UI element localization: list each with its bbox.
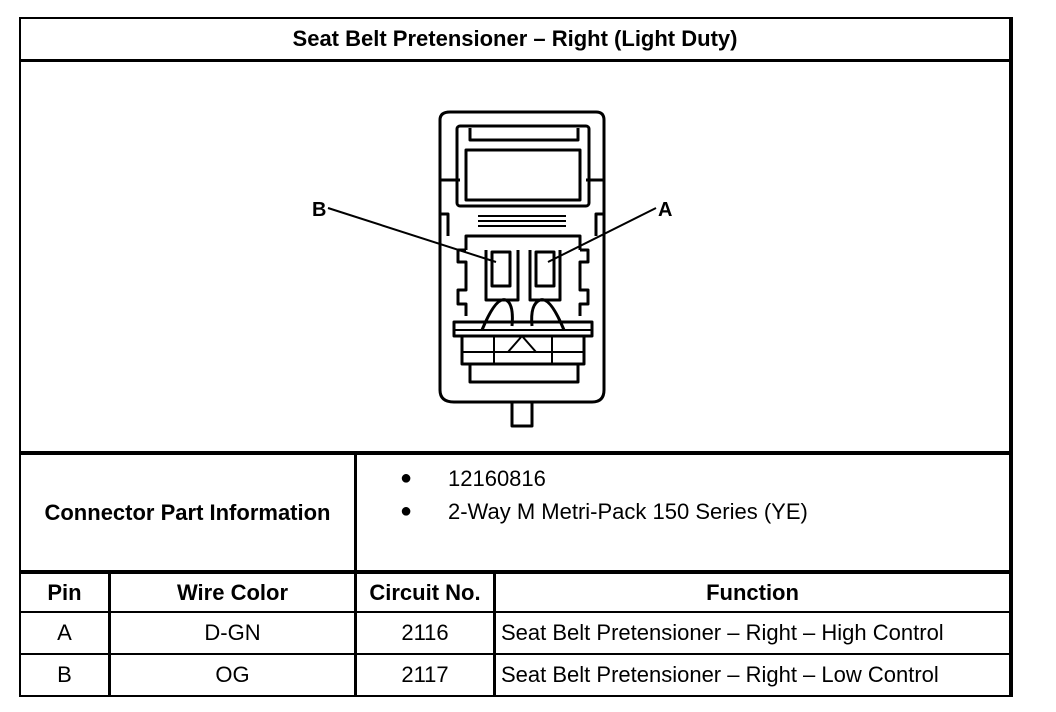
pin-a-contact [530, 298, 566, 331]
info-divider [19, 570, 1013, 574]
col-divider-2 [354, 572, 357, 697]
header-divider [19, 611, 1013, 613]
pin-b-label: B [312, 199, 326, 221]
latch-inner [468, 128, 580, 142]
pin-b-leader [327, 207, 497, 263]
pin-b-contact [480, 298, 514, 331]
col-divider-3 [493, 572, 496, 697]
row-a-circuit: 2116 [401, 620, 449, 645]
cavity-right [578, 248, 590, 316]
pin-a-terminal [534, 250, 556, 288]
row-b-pin: B [57, 662, 72, 687]
latch-frame [455, 124, 591, 208]
row-b-wire-color: OG [215, 662, 250, 687]
info-column-divider [354, 453, 357, 572]
connector-info-list: ● 12160816 ● 2-Way M Metri-Pack 150 Seri… [400, 462, 808, 528]
outer-border-top [19, 17, 1013, 19]
row-b-circuit: 2117 [401, 662, 449, 687]
row-a-function: Seat Belt Pretensioner – Right – High Co… [501, 620, 944, 645]
title-divider [19, 59, 1013, 62]
header-pin: Pin [47, 579, 82, 605]
outer-border-bottom [19, 695, 1013, 697]
header-wire-color: Wire Color [176, 579, 289, 605]
lock-bar [452, 320, 594, 338]
row-a-pin: A [57, 620, 72, 645]
row-b-function: Seat Belt Pretensioner – Right – Low Con… [501, 662, 939, 687]
latch-window [464, 148, 582, 202]
row-divider [19, 653, 1013, 655]
cavity-top [464, 234, 582, 250]
outer-border-right [1009, 17, 1013, 697]
lock-lower [460, 334, 586, 366]
col-divider-1 [108, 572, 111, 697]
list-item: ● 2-Way M Metri-Pack 150 Series (YE) [400, 495, 808, 528]
outer-border-left [19, 17, 21, 697]
row-a-wire-color: D-GN [204, 620, 261, 645]
connector-info-label: Connector Part Information [44, 499, 331, 525]
connector-type: 2-Way M Metri-Pack 150 Series (YE) [448, 498, 808, 524]
bullet-icon: ● [400, 467, 413, 489]
diagram-divider [19, 451, 1013, 455]
list-item: ● 12160816 [400, 462, 808, 495]
header-circuit-no: Circuit No. [369, 579, 481, 605]
lock-base [468, 362, 580, 384]
left-tab [440, 212, 450, 236]
pin-a-label: A [658, 199, 672, 221]
housing-outline [438, 110, 606, 404]
bullet-icon: ● [400, 500, 413, 522]
right-tab [594, 212, 604, 236]
page-title: Seat Belt Pretensioner – Right (Light Du… [292, 26, 738, 51]
part-number: 12160816 [448, 465, 546, 491]
pin-b-terminal [490, 250, 512, 288]
cavity-left [456, 248, 468, 316]
connector-stem [510, 400, 534, 428]
pin-a-leader [547, 207, 657, 263]
header-function: Function [706, 579, 799, 605]
